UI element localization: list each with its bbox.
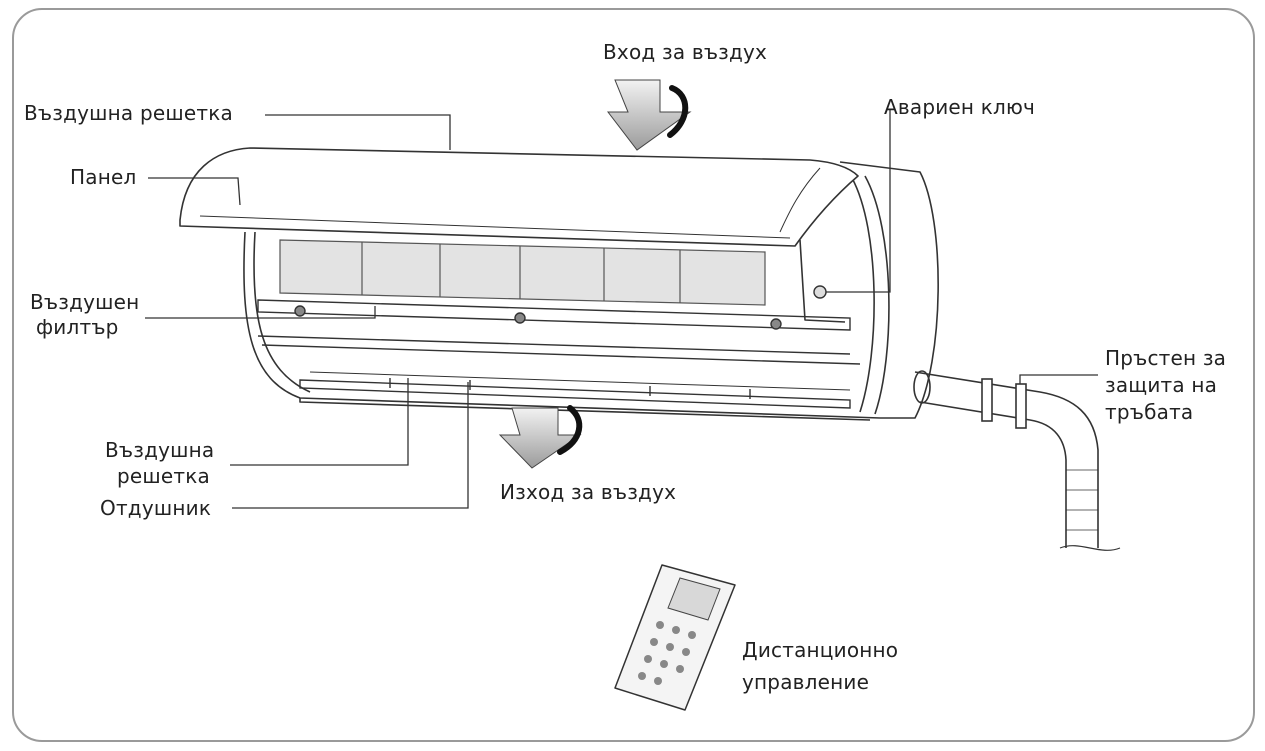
pipe-ring-label-line1: Пръстен за bbox=[1105, 346, 1227, 370]
pipe-ring-label-line3: тръбата bbox=[1105, 400, 1194, 424]
air-inlet-label: Вход за въздух bbox=[603, 40, 768, 64]
panel-label: Панел bbox=[70, 165, 137, 189]
air-grille-bottom-label-line1: Въздушна bbox=[105, 438, 215, 462]
remote-label-line1: Дистанционно bbox=[742, 638, 899, 662]
air-outlet-label: Изход за въздух bbox=[500, 480, 677, 504]
indoor-unit bbox=[243, 161, 939, 421]
air-grille-bottom-label: Въздушна решетка bbox=[105, 437, 214, 489]
remote-label: Дистанционно управление bbox=[742, 634, 898, 698]
remote-label-line2: управление bbox=[742, 670, 870, 694]
front-panel bbox=[179, 147, 859, 247]
vent-label: Отдушник bbox=[100, 496, 212, 520]
remote-control-icon bbox=[614, 564, 736, 711]
air-grille-top-label: Въздушна решетка bbox=[24, 101, 233, 125]
pipe-ring-label-line2: защита на bbox=[1105, 373, 1218, 397]
emergency-key-label: Авариен ключ bbox=[884, 95, 1036, 119]
pipe-ring-label: Пръстен за защита на тръбата bbox=[1105, 345, 1226, 426]
filter-area bbox=[279, 239, 766, 306]
filter-frame bbox=[257, 285, 861, 365]
pipe bbox=[913, 370, 1121, 551]
air-inlet-arrow-icon bbox=[606, 79, 692, 151]
louver bbox=[299, 371, 851, 409]
air-outlet-arrow-icon bbox=[498, 405, 583, 469]
diagram-frame bbox=[12, 8, 1255, 742]
leader-lines bbox=[145, 110, 1098, 509]
air-filter-label: Въздушен филтър bbox=[30, 290, 139, 340]
air-filter-label-line1: Въздушен bbox=[30, 290, 140, 314]
air-grille-bottom-label-line2: решетка bbox=[117, 464, 210, 488]
air-filter-label-line2: филтър bbox=[36, 315, 119, 339]
